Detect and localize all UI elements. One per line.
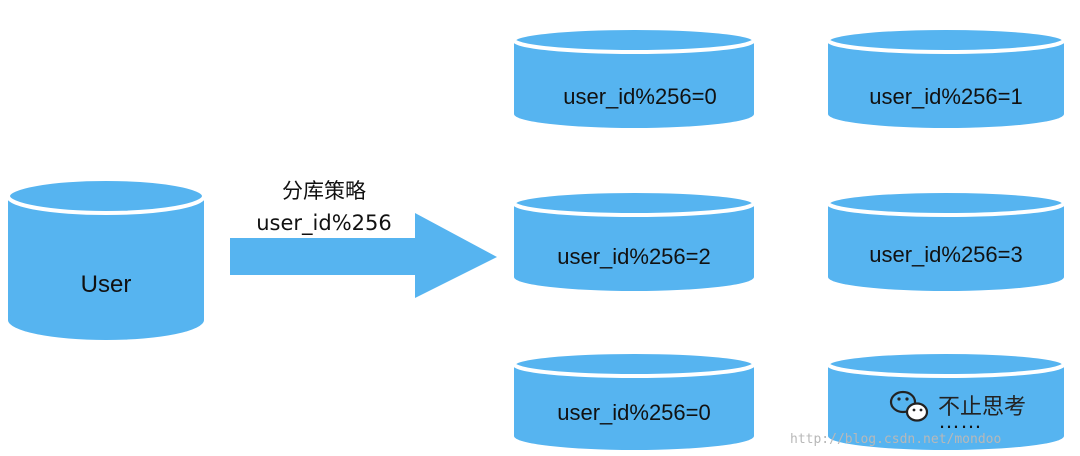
- user-database-body: [8, 196, 204, 320]
- arrow-shape: [230, 213, 497, 298]
- shard-database: user_id%256=2: [512, 189, 756, 291]
- shard-database: user_id%256=0: [512, 26, 756, 128]
- shard-label: ……: [938, 408, 982, 433]
- shard-label: user_id%256=2: [557, 244, 711, 269]
- watermark-url: http://blog.csdn.net/mondoo: [790, 432, 1001, 447]
- sharding-arrow: 分库策略 user_id%256: [230, 179, 497, 298]
- user-database-bottom: [8, 300, 204, 340]
- strategy-title: 分库策略: [282, 179, 366, 203]
- user-database: User: [6, 177, 206, 340]
- shard-database: user_id%256=3: [826, 189, 1066, 291]
- shard-label: user_id%256=0: [557, 400, 711, 425]
- shard-label: user_id%256=0: [563, 84, 717, 109]
- user-database-top: [6, 177, 206, 215]
- wechat-icon: [889, 390, 929, 422]
- watermark-brand: 不止思考: [938, 395, 1026, 420]
- shard-database: user_id%256=0: [512, 350, 756, 450]
- shard-label: user_id%256=3: [869, 242, 1023, 267]
- shard-database: user_id%256=1: [826, 26, 1066, 128]
- watermark: 不止思考 http://blog.csdn.net/mondoo: [790, 390, 1026, 447]
- shard-label: user_id%256=1: [869, 84, 1023, 109]
- user-database-label: User: [81, 271, 132, 298]
- strategy-formula: user_id%256: [256, 211, 392, 236]
- shard-database: ……: [826, 350, 1066, 450]
